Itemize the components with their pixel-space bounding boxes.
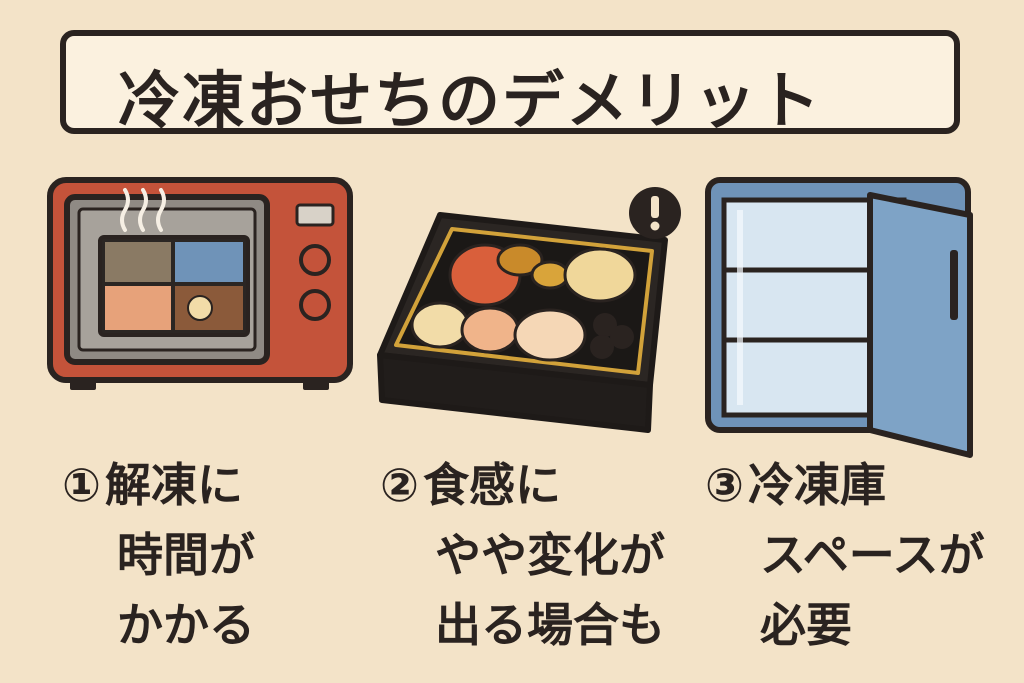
caption-line: 時間が bbox=[117, 528, 255, 582]
caption-line: 冷凍庫 bbox=[747, 458, 886, 512]
caption-line: 解凍に bbox=[104, 458, 243, 512]
caption-line: やや変化が bbox=[435, 528, 665, 582]
caption-line: スペースが bbox=[760, 528, 985, 582]
caption-1: ①解凍に 時間が かかる bbox=[62, 450, 255, 660]
caption-line: かかる bbox=[117, 598, 255, 652]
caption-3: ③冷凍庫 スペースが 必要 bbox=[705, 450, 984, 660]
caption-2: ②食感に やや変化が 出る場合も bbox=[380, 450, 665, 660]
caption-line: 食感に bbox=[422, 458, 561, 512]
caption-number: ③ bbox=[705, 458, 744, 512]
caption-line: 必要 bbox=[760, 598, 852, 652]
caption-number: ① bbox=[62, 458, 101, 512]
osechi-box-icon bbox=[377, 187, 681, 433]
freezer-icon bbox=[705, 177, 973, 458]
title-box: 冷凍おせちのデメリット bbox=[60, 30, 960, 137]
page-title: 冷凍おせちのデメリット bbox=[118, 64, 823, 137]
caption-line: 出る場合も bbox=[435, 598, 665, 652]
caption-number: ② bbox=[380, 458, 419, 512]
microwave-icon bbox=[47, 177, 353, 390]
